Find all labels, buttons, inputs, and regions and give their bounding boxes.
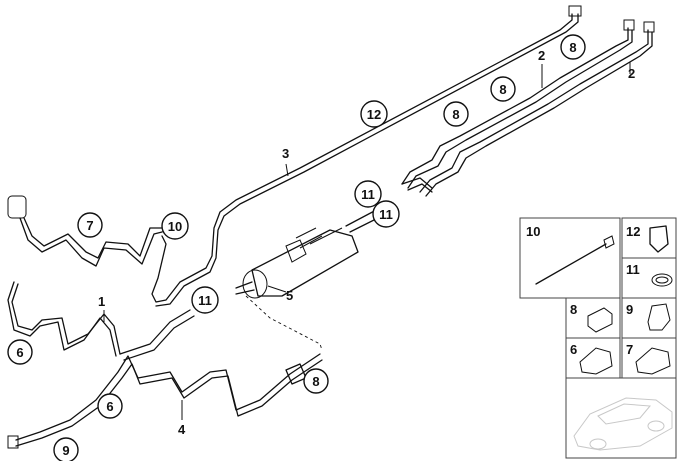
legend-panel-9: 9 [621,297,677,339]
svg-text:11: 11 [379,207,393,222]
svg-text:11: 11 [361,187,375,202]
callout-11-left: 11 [191,286,219,314]
callout-10: 10 [161,212,189,240]
cable-tie-icon [535,243,607,285]
callout-12-main: 12 [360,100,388,128]
clip-7-icon [635,347,671,375]
leader-5 [267,285,287,293]
legend-panel-10: 10 [519,217,621,299]
callout-6-left: 6 [7,339,33,365]
svg-text:6: 6 [106,399,113,414]
hose-clamp-icon [651,273,673,287]
leader-dashed [245,295,323,351]
svg-text:8: 8 [452,107,459,122]
legend-panel-12: 12 [621,217,677,259]
clip-9-icon [647,303,671,331]
callout-11-upper: 11 [354,180,382,208]
hose-7 [7,195,165,267]
car-silhouette-icon [573,397,673,451]
clip-8-icon [587,307,613,333]
svg-text:12: 12 [626,224,640,239]
callout-6-lower: 6 [97,393,123,419]
svg-text:9: 9 [62,443,69,458]
part-label-2a: 2 [538,48,545,63]
part-label-5: 5 [286,288,293,303]
callout-11-lower: 11 [372,200,400,228]
svg-text:7: 7 [86,218,93,233]
svg-text:7: 7 [626,342,633,357]
svg-text:11: 11 [626,262,640,277]
svg-text:8: 8 [312,374,319,389]
callout-8-mid-left: 8 [443,101,469,127]
callout-8-top: 8 [560,34,586,60]
short-hose-8-11 [401,177,433,193]
legend-panel-8: 8 [565,297,621,339]
legend-panel-6: 6 [565,337,621,379]
hose-4 [7,353,323,449]
part-label-3: 3 [282,146,289,161]
clip-12-icon [649,225,669,253]
svg-text:11: 11 [198,293,212,308]
leader-3 [285,163,289,177]
svg-text:9: 9 [626,302,633,317]
part-label-4: 4 [178,422,186,437]
svg-text:8: 8 [569,40,576,55]
svg-text:6: 6 [570,342,577,357]
svg-text:10: 10 [526,224,540,239]
fuel-filter-5 [235,207,387,299]
legend-panel-11: 11 [621,257,677,299]
legend-panel-car [565,377,677,459]
pipe-2-pair [401,19,655,197]
svg-text:12: 12 [367,107,381,122]
svg-text:10: 10 [168,219,182,234]
part-label-1: 1 [98,294,105,309]
callout-8-lower: 8 [303,368,329,394]
legend-panel-7: 7 [621,337,677,379]
pipe-3 [151,5,582,307]
svg-text:8: 8 [499,82,506,97]
svg-text:8: 8 [570,302,577,317]
callout-8-mid-right: 8 [490,76,516,102]
part-label-2b: 2 [628,66,635,81]
callout-7: 7 [77,212,103,238]
callout-9: 9 [53,437,79,461]
svg-text:6: 6 [16,345,23,360]
hose-1 [7,281,195,361]
clip-6-icon [579,347,613,375]
